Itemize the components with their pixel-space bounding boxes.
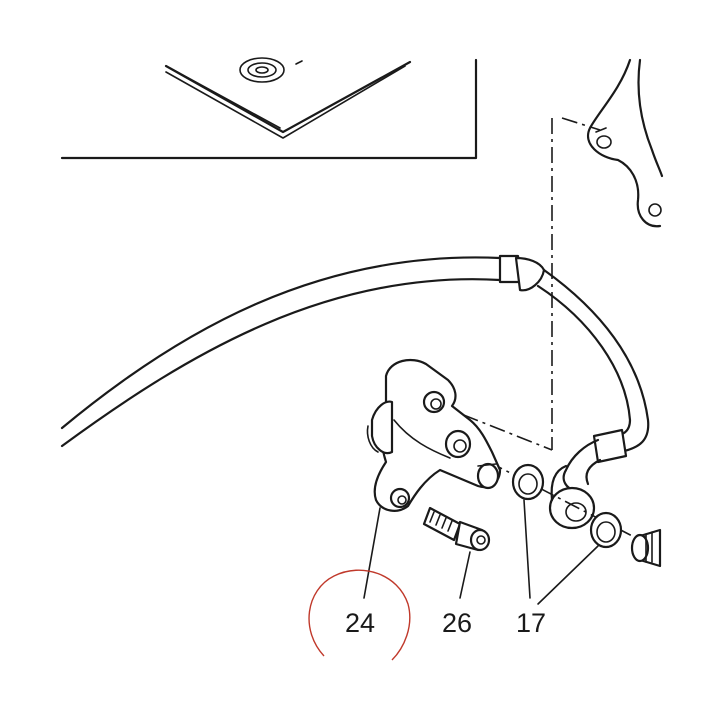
sealing-washer-right — [589, 511, 623, 549]
sealing-washer-left — [511, 463, 545, 501]
callout-17: 17 — [516, 608, 546, 638]
inset-detail-frame — [60, 57, 478, 160]
bolt-screw — [422, 506, 491, 552]
brand-logo-icon — [239, 57, 285, 83]
callout-24: 24 — [345, 608, 375, 638]
banjo-fitting — [548, 464, 596, 530]
frame-bracket — [587, 58, 664, 228]
highlight-circle — [308, 569, 411, 661]
banjo-bolt — [630, 528, 662, 568]
callout-26: 26 — [442, 608, 472, 638]
brake-hose — [60, 254, 650, 494]
caliper-body — [366, 358, 502, 512]
leader-lines — [363, 499, 599, 605]
